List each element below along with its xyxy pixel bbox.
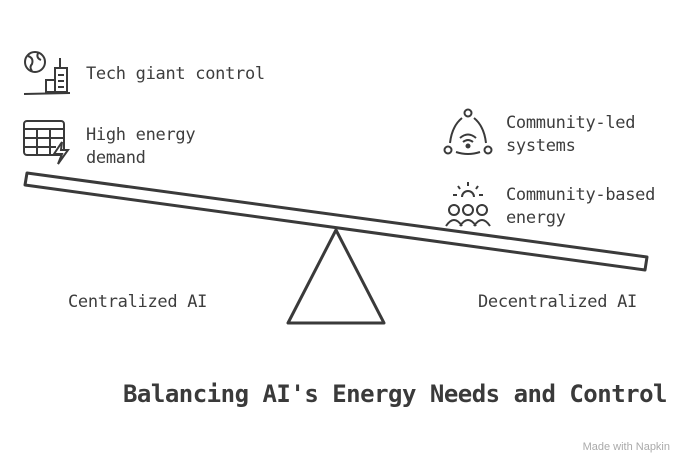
item-line: Community-led [506, 113, 636, 133]
network-wifi-icon [443, 108, 493, 155]
item-line: demand [86, 148, 146, 168]
seesaw-beam [23, 171, 649, 272]
community-sun-icon [445, 182, 491, 227]
item-community-led-systems: Community-led systems [506, 112, 635, 158]
item-tech-giant-control: Tech giant control [86, 64, 265, 84]
item-line: systems [506, 136, 576, 156]
item-line: Community-based [506, 185, 656, 205]
item-line: High energy [86, 125, 196, 145]
seesaw-fulcrum [286, 228, 386, 325]
diagram-title: Balancing AI's Energy Needs and Control [122, 380, 668, 408]
grid-lightning-icon [23, 120, 70, 165]
label-centralized-ai: Centralized AI [68, 292, 208, 312]
item-high-energy-demand: High energy demand [86, 124, 196, 170]
item-line: energy [506, 208, 566, 228]
item-community-based-energy: Community-based energy [506, 184, 655, 230]
watermark: Made with Napkin [582, 441, 670, 453]
label-decentralized-ai: Decentralized AI [478, 292, 637, 312]
globe-city-icon [23, 51, 71, 95]
